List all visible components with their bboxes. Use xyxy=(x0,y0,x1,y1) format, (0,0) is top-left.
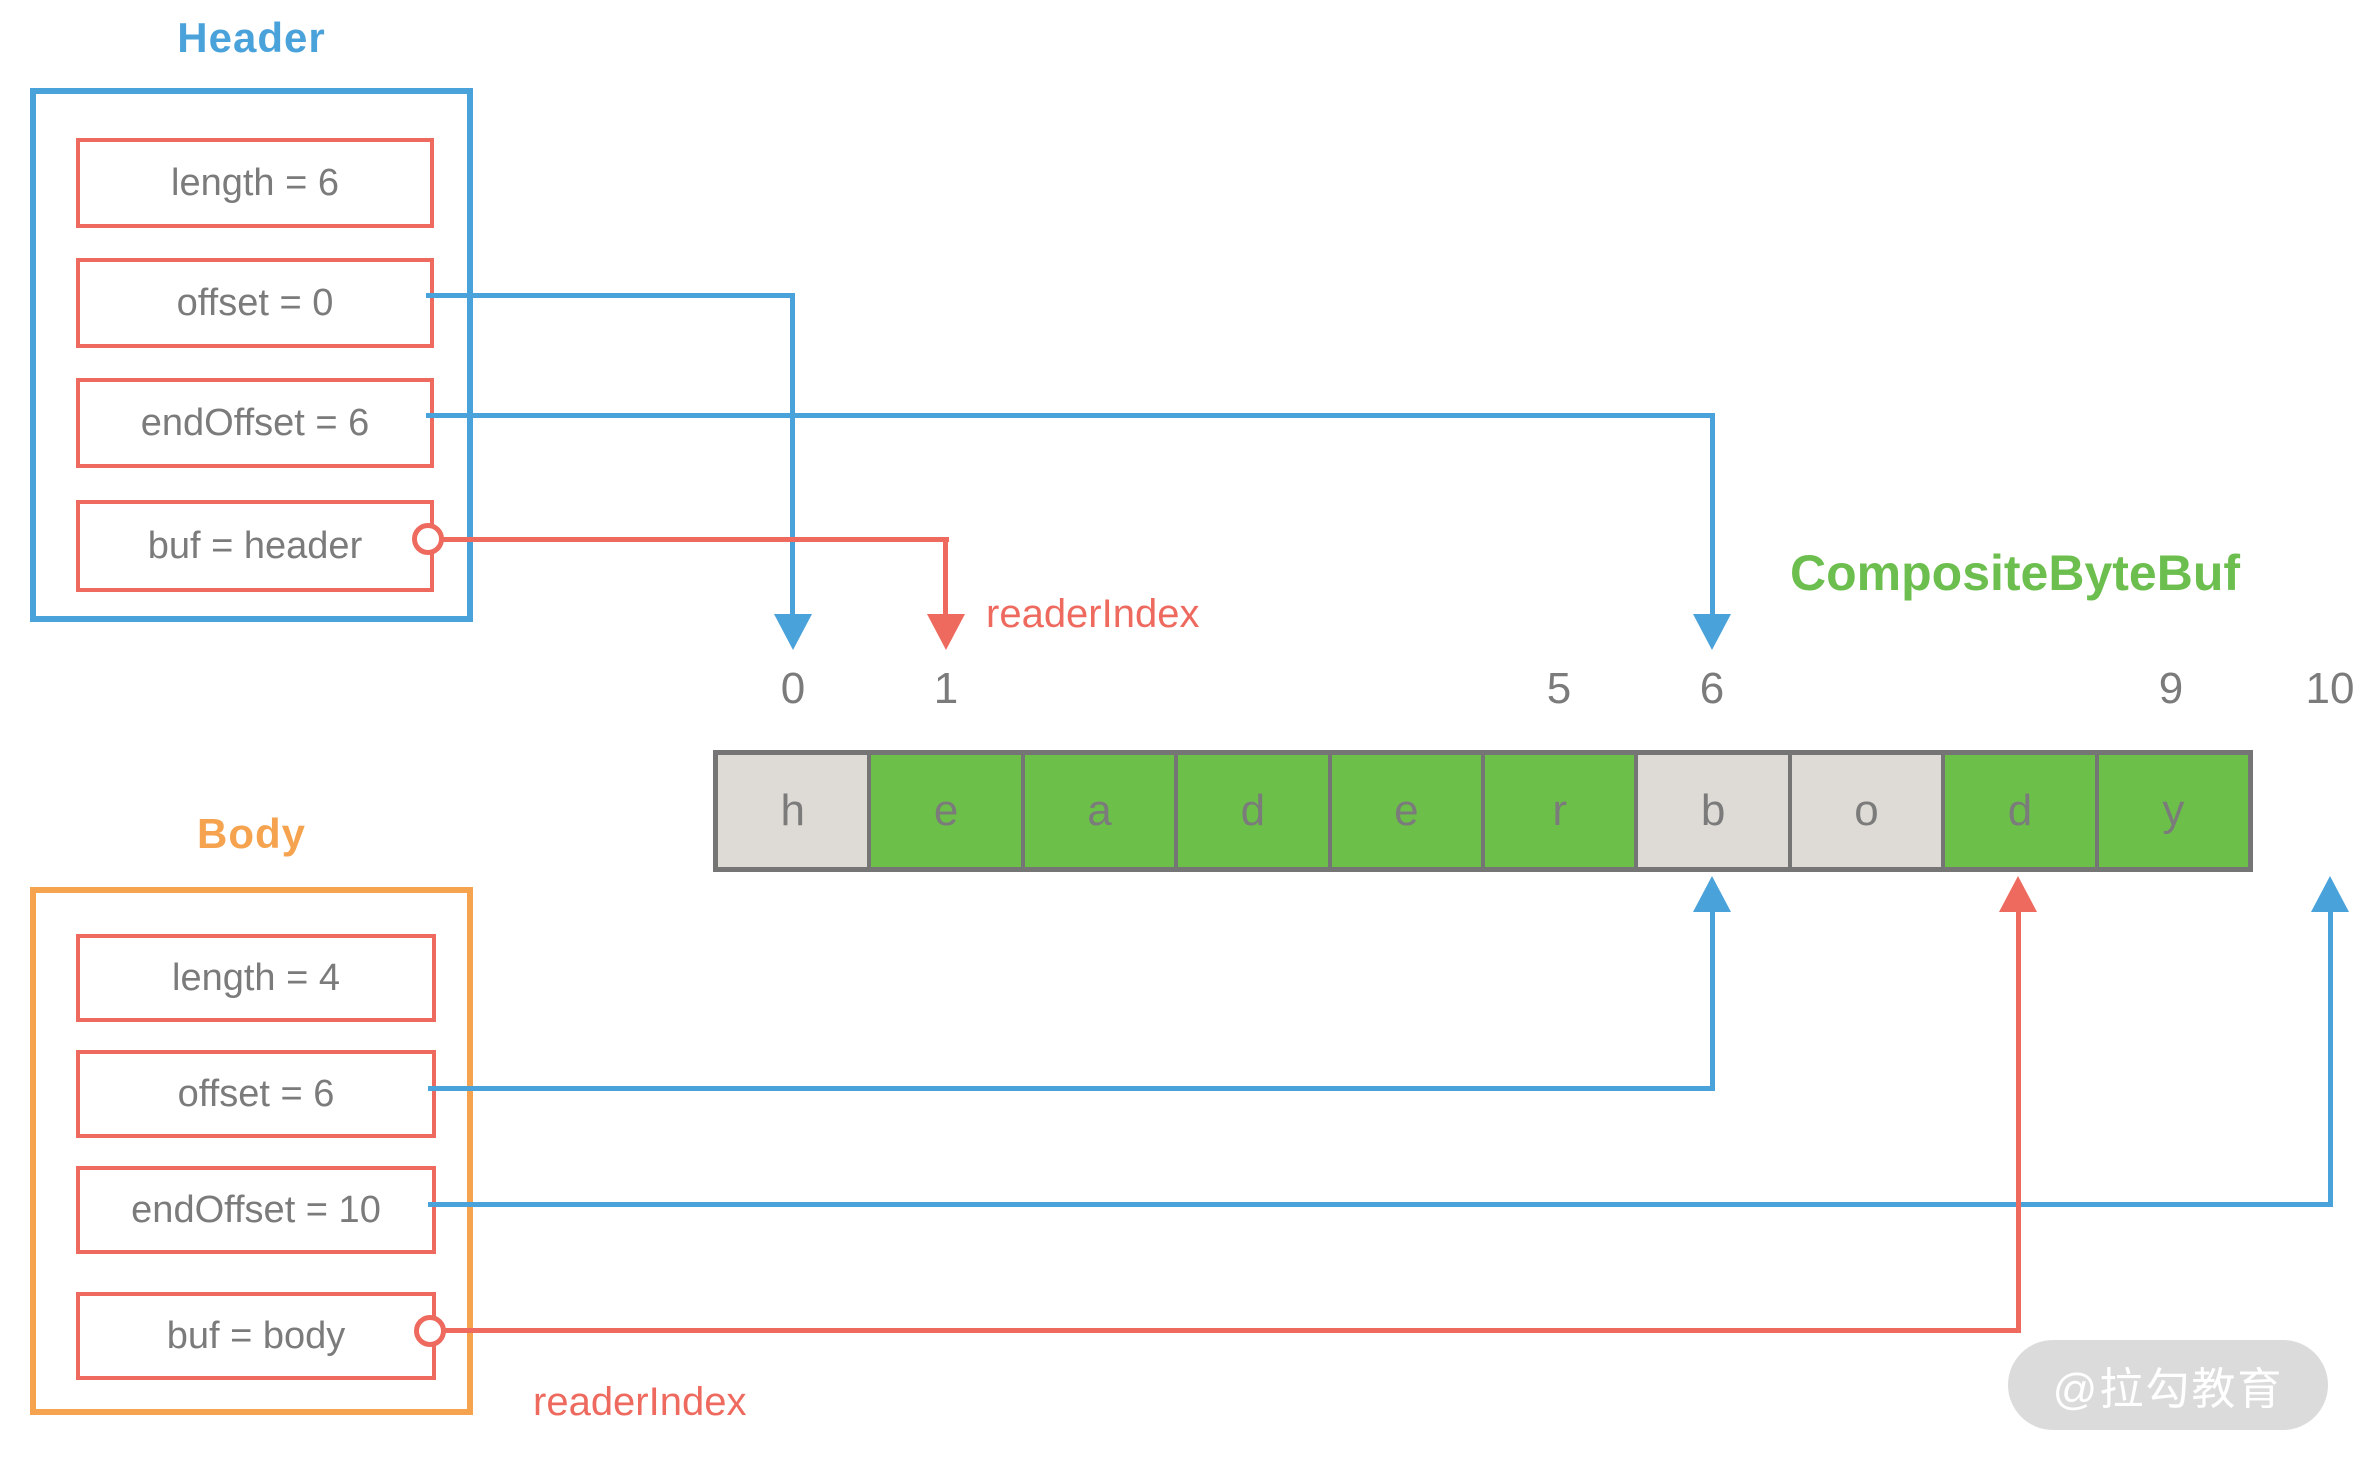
byte-cell-5: r xyxy=(1485,755,1635,867)
header-readerindex-arrow-down-icon xyxy=(927,614,965,650)
index-label-10: 10 xyxy=(2305,664,2355,713)
byte-cell-6: b xyxy=(1638,755,1788,867)
body-buf-line-h xyxy=(444,1328,2021,1333)
body-readerindex-arrow-up-icon xyxy=(1999,876,2037,912)
header-offset-line-h xyxy=(426,293,795,298)
header-field-offset: offset = 0 xyxy=(76,258,434,348)
body-field-endoffset: endOffset = 10 xyxy=(76,1166,436,1254)
index-label-5: 5 xyxy=(1546,664,1572,713)
header-buf-connector-circle-icon xyxy=(412,523,444,555)
watermark-badge: @拉勾教育 xyxy=(2008,1340,2328,1430)
header-field-buf: buf = header xyxy=(76,500,434,592)
composite-bytebuf-label: CompositeByteBuf xyxy=(1790,545,2241,601)
body-readerindex-label: readerIndex xyxy=(533,1380,747,1424)
header-buf-line-v xyxy=(943,539,948,614)
byte-cell-7: o xyxy=(1791,755,1942,867)
header-endoffset-line-v xyxy=(1710,415,1715,614)
body-endoffset-line-v xyxy=(2328,910,2333,1206)
header-readerindex-label: readerIndex xyxy=(986,592,1200,636)
body-component-title: Body xyxy=(197,810,306,857)
byte-cell-9: y xyxy=(2098,755,2249,867)
byte-cell-2: a xyxy=(1024,755,1175,867)
header-endoffset-line-h xyxy=(426,413,1715,418)
byte-array: h e a d e r b o d y xyxy=(713,750,2253,872)
body-buf-line-v xyxy=(2016,910,2021,1332)
byte-cell-8: d xyxy=(1945,755,2095,867)
header-field-length: length = 6 xyxy=(76,138,434,228)
body-field-buf: buf = body xyxy=(76,1292,436,1380)
byte-cell-0: h xyxy=(718,755,868,867)
body-endoffset-arrow-up-icon xyxy=(2311,876,2349,912)
byte-cell-1: e xyxy=(871,755,1021,867)
body-offset-arrow-up-icon xyxy=(1693,876,1731,912)
header-component-box: length = 6 offset = 0 endOffset = 6 buf … xyxy=(30,88,473,622)
header-offset-arrow-down-icon xyxy=(774,614,812,650)
index-label-0: 0 xyxy=(780,664,806,713)
index-label-1: 1 xyxy=(933,664,959,713)
body-field-offset: offset = 6 xyxy=(76,1050,436,1138)
index-label-6: 6 xyxy=(1699,664,1725,713)
byte-cell-3: d xyxy=(1178,755,1328,867)
body-field-length: length = 4 xyxy=(76,934,436,1022)
index-label-9: 9 xyxy=(2158,664,2184,713)
header-field-endoffset: endOffset = 6 xyxy=(76,378,434,468)
header-component-title: Header xyxy=(177,14,326,61)
header-offset-line-v xyxy=(790,295,795,614)
header-buf-line-h xyxy=(442,537,949,542)
body-component-box: length = 4 offset = 6 endOffset = 10 buf… xyxy=(30,887,473,1415)
body-offset-line-h xyxy=(428,1086,1715,1091)
byte-cell-4: e xyxy=(1331,755,1482,867)
header-endoffset-arrow-down-icon xyxy=(1693,614,1731,650)
body-buf-connector-circle-icon xyxy=(414,1315,446,1347)
body-endoffset-line-h xyxy=(428,1202,2333,1207)
body-offset-line-v xyxy=(1710,910,1715,1090)
